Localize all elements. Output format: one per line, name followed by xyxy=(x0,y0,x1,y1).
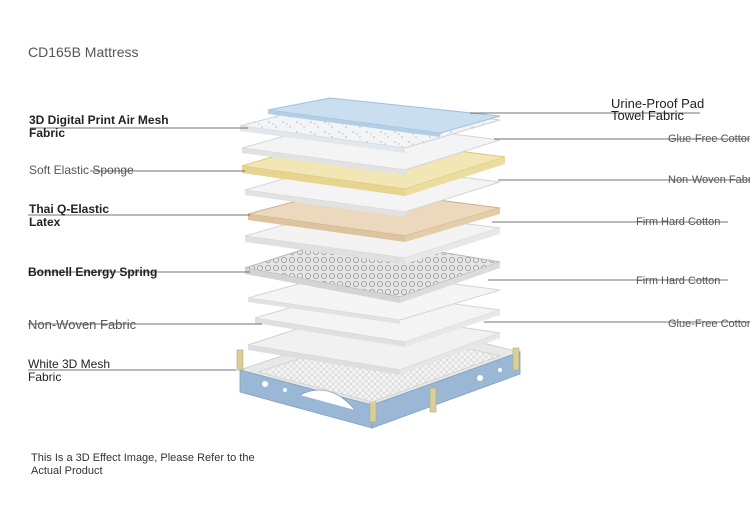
label-non-woven-fabric-left: Non-Woven Fabric xyxy=(28,317,137,332)
label-soft-elastic-sponge: Soft Elastic Sponge xyxy=(29,163,134,177)
layer-stack xyxy=(239,97,506,375)
label-firm-hard-cotton-2: Firm Hard Cotton xyxy=(636,275,721,287)
label-glue-free-cotton-1: Glue-Free Cotton xyxy=(668,133,750,145)
label-bonnell-energy-spring: Bonnell Energy Spring xyxy=(28,265,158,279)
layer-urine-proof xyxy=(267,97,501,137)
page-title: CD165B Mattress xyxy=(28,44,139,60)
label-non-woven-fabric-right: Non-Woven Fabric xyxy=(668,174,750,186)
label-firm-hard-cotton-1: Firm Hard Cotton xyxy=(636,216,721,228)
disclaimer-text: This Is a 3D Effect Image, Please Refer … xyxy=(31,452,255,477)
label-glue-free-cotton-2: Glue-Free Cotton xyxy=(668,318,750,330)
leader-lines xyxy=(28,112,750,371)
layer-spring xyxy=(244,235,501,303)
